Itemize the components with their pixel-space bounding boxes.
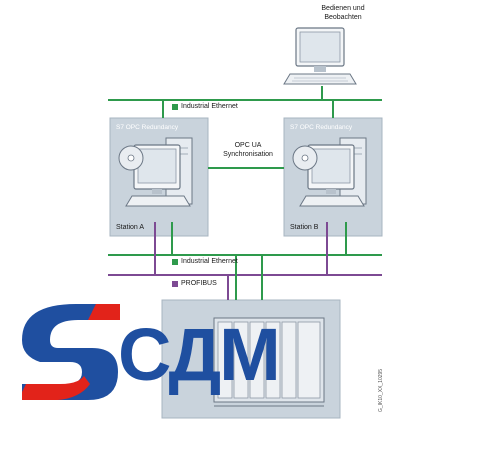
station-b-computer-icon: [292, 137, 367, 207]
logo-emblem-icon: [22, 304, 120, 400]
figure-id: G_IK10_XX_10295: [378, 368, 384, 412]
operator-computer-icon: [283, 27, 357, 85]
logo-text: СДМ: [118, 313, 281, 396]
lower-ethernet-label: Industrial Ethernet: [181, 258, 238, 265]
station-b-panel-title: S7 OPC Redundancy: [290, 124, 353, 131]
sync-label-line1: OPC UA: [234, 142, 262, 149]
top-ethernet-label: Industrial Ethernet: [181, 103, 238, 110]
lower-ethernet-legend-square: [172, 259, 178, 265]
sync-label-line2: Synchronisation: [223, 151, 273, 158]
station-a-panel-title: S7 OPC Redundancy: [116, 124, 179, 131]
profibus-legend-square: [172, 281, 178, 287]
sync-label: OPC UA Synchronisation: [212, 141, 284, 159]
operator-label: Bedienen und Beobachten: [300, 4, 386, 22]
ethernet-legend-square: [172, 104, 178, 110]
operator-label-line1: Bedienen und: [321, 5, 365, 12]
profibus-label: PROFIBUS: [181, 280, 217, 287]
plc-rack-icon: [213, 317, 325, 407]
station-a-computer-icon: [118, 137, 193, 207]
station-b-name: Station B: [290, 224, 319, 231]
station-a-name: Station A: [116, 224, 145, 231]
operator-label-line2: Beobachten: [324, 14, 362, 21]
